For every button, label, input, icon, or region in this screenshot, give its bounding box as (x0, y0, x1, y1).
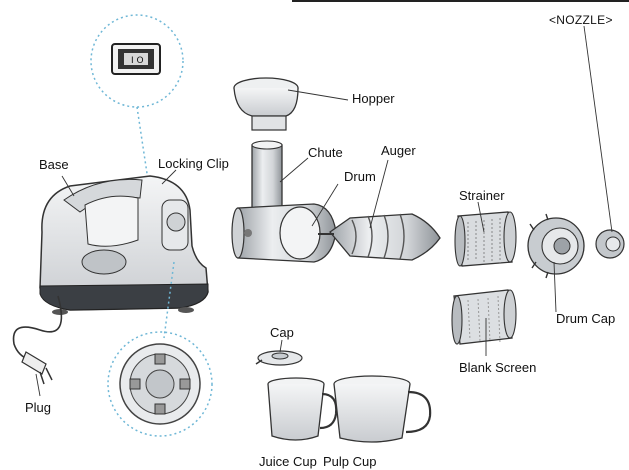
cord-plug-illustration (12, 295, 63, 385)
cap-illustration (255, 350, 303, 366)
pulp-cup-illustration (333, 375, 432, 443)
label-juice-cup: Juice Cup (259, 454, 317, 469)
power-switch-callout: I O (90, 14, 184, 181)
label-strainer: Strainer (459, 188, 505, 203)
label-cap: Cap (270, 325, 294, 340)
label-base: Base (39, 157, 69, 172)
header-rule (292, 0, 629, 2)
leader-lines (35, 25, 613, 397)
label-locking-clip: Locking Clip (158, 156, 229, 171)
base-illustration (39, 175, 209, 315)
locking-clip-callout (107, 261, 213, 437)
strainer-illustration (454, 211, 517, 267)
nozzle-illustration (595, 229, 625, 259)
hopper-illustration (233, 77, 299, 131)
label-blank-screen: Blank Screen (459, 360, 537, 375)
svg-text:I O: I O (131, 56, 144, 66)
label-drum: Drum (344, 169, 376, 184)
label-plug: Plug (25, 400, 52, 415)
label-chute: Chute (308, 145, 343, 160)
label-hopper: Hopper (352, 91, 395, 106)
label-drum-cap: Drum Cap (556, 311, 616, 326)
blank-screen-illustration (451, 289, 517, 345)
label-pulp-cup: Pulp Cup (323, 454, 377, 469)
auger-illustration (318, 213, 441, 261)
drum-cap-illustration (527, 213, 585, 279)
label-nozzle: <NOZZLE> (549, 13, 613, 27)
label-auger: Auger (381, 143, 416, 158)
juice-cup-illustration (267, 377, 338, 441)
